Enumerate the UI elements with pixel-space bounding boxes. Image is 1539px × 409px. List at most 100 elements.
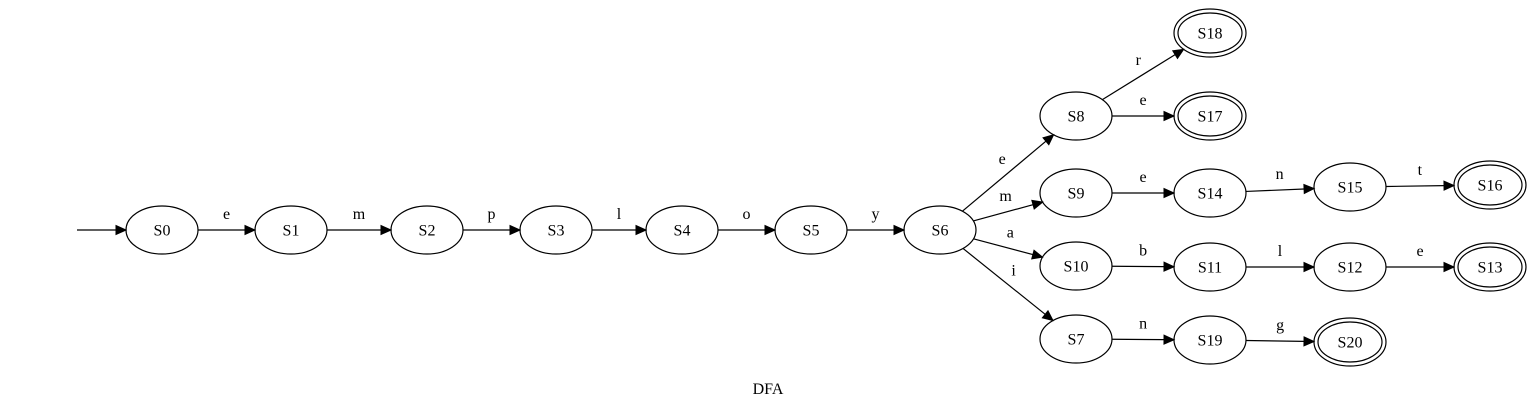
state-ellipse: [774, 205, 848, 255]
transition-label: e: [223, 206, 230, 223]
state-ellipse: [1313, 162, 1387, 212]
transition-arrowhead: [635, 224, 648, 236]
transition-arrowhead: [1163, 334, 1176, 345]
transition-arrowhead: [1163, 261, 1176, 272]
transition-arrowhead: [1041, 309, 1054, 322]
transition-arrowhead: [1163, 187, 1176, 199]
state-ellipse: [1173, 91, 1247, 141]
transition-s12-s13: e: [1386, 243, 1456, 273]
state-label: S16: [1478, 178, 1503, 195]
accepting-ring: [1177, 12, 1243, 54]
transition-s15-s16: t: [1385, 162, 1456, 191]
state-ellipse: [1173, 168, 1247, 218]
state-node-s4: S4: [645, 205, 719, 255]
state-label: S8: [1068, 109, 1085, 126]
transition-label: l: [617, 206, 622, 223]
transition-s8-s18: r: [1102, 48, 1185, 101]
state-label: S10: [1064, 259, 1089, 276]
state-ellipse: [1039, 168, 1113, 218]
accepting-ring: [1177, 95, 1243, 137]
transition-s6-s9: m: [973, 188, 1044, 222]
transition-s19-s20: g: [1245, 317, 1316, 347]
transition-s7-s19: n: [1111, 316, 1176, 345]
state-node-s10: S10: [1039, 241, 1113, 291]
transition-line: [962, 247, 1046, 315]
state-ellipse: [1173, 242, 1247, 292]
transition-arrowhead: [380, 224, 393, 236]
state-node-s20: S20: [1313, 317, 1387, 367]
state-ellipse: [254, 205, 328, 255]
transition-s5-s6: y: [847, 206, 906, 236]
accepting-ring: [1317, 321, 1383, 363]
state-ellipse: [1173, 315, 1247, 365]
state-ellipse: [125, 205, 199, 255]
transition-s11-s12: l: [1246, 243, 1316, 273]
transition-s2-s3: p: [463, 206, 522, 236]
transition-s14-s15: n: [1245, 166, 1316, 195]
transition-label: e: [1416, 243, 1423, 260]
state-ellipse: [1039, 91, 1113, 141]
state-node-s12: S12: [1313, 242, 1387, 292]
transition-arrowhead: [1443, 261, 1456, 273]
transition-arrowhead: [893, 224, 906, 236]
transition-label: a: [1007, 224, 1014, 241]
transition-s4-s5: o: [718, 206, 777, 236]
transition-arrowhead: [1303, 261, 1316, 273]
state-label: S4: [674, 223, 691, 240]
state-label: S12: [1338, 260, 1363, 277]
transition-arrowhead: [244, 224, 257, 236]
state-node-s5: S5: [774, 205, 848, 255]
transition-label: p: [488, 206, 496, 223]
transition-s6-s7: i: [962, 247, 1054, 322]
state-node-s16: S16: [1453, 160, 1527, 210]
accepting-ring: [1457, 246, 1523, 288]
transition-arrowhead: [1042, 134, 1055, 146]
transition-label: r: [1136, 52, 1142, 69]
state-label: S5: [803, 223, 820, 240]
state-label: S13: [1478, 260, 1503, 277]
transition-label: e: [1139, 169, 1146, 186]
state-label: S0: [154, 223, 171, 240]
transition-arrowhead: [509, 224, 522, 236]
state-label: S11: [1198, 260, 1222, 277]
state-ellipse: [519, 205, 593, 255]
state-ellipse: [1039, 314, 1113, 364]
state-node-s0: S0: [125, 205, 199, 255]
state-node-s15: S15: [1313, 162, 1387, 212]
transition-line: [973, 238, 1034, 256]
state-node-s6: S6: [903, 205, 977, 255]
transition-label: n: [1276, 166, 1284, 183]
transition-label: o: [743, 206, 751, 223]
state-label: S17: [1198, 109, 1223, 126]
transition-s10-s11: b: [1111, 243, 1176, 272]
transition-s6-s10: a: [973, 224, 1044, 260]
transition-line: [1102, 54, 1176, 101]
state-ellipse: [1039, 241, 1113, 291]
state-node-s19: S19: [1173, 315, 1247, 365]
state-ellipse: [390, 205, 464, 255]
state-label: S7: [1068, 332, 1085, 349]
transition-label: i: [1011, 262, 1016, 279]
diagram-caption: DFA: [753, 381, 784, 398]
state-label: S20: [1338, 335, 1363, 352]
state-ellipse: [645, 205, 719, 255]
transition-label: g: [1276, 317, 1284, 334]
transition-label: y: [872, 206, 880, 223]
state-label: S18: [1198, 26, 1223, 43]
transition-label: n: [1139, 316, 1147, 333]
state-ellipse: [903, 205, 977, 255]
state-ellipse: [1313, 317, 1387, 367]
transition-arrowhead: [1031, 249, 1044, 260]
transition-s1-s2: m: [327, 206, 393, 236]
state-label: S15: [1338, 180, 1363, 197]
state-node-s8: S8: [1039, 91, 1113, 141]
state-label: S14: [1198, 186, 1223, 203]
transition-arrowhead: [1031, 199, 1044, 210]
transition-arrowhead: [1163, 110, 1176, 122]
transition-arrowhead: [764, 224, 777, 236]
state-node-s1: S1: [254, 205, 328, 255]
transition-s6-s8: e: [962, 134, 1055, 212]
state-ellipse: [1313, 242, 1387, 292]
